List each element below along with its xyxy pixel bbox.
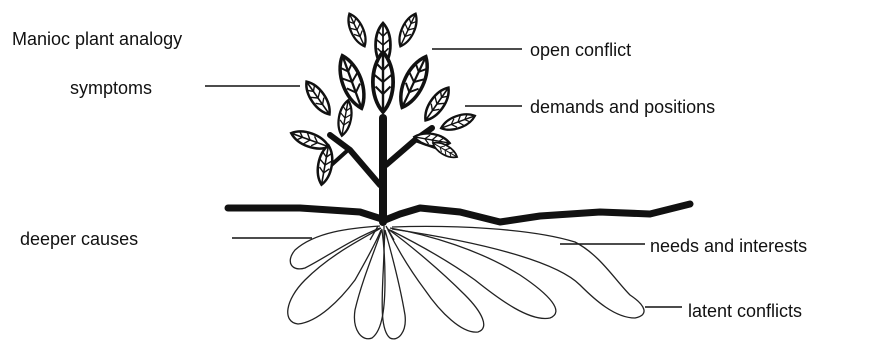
ground-line bbox=[228, 204, 690, 222]
label-latent-conflicts: latent conflicts bbox=[688, 301, 802, 321]
label-demands-positions: demands and positions bbox=[530, 97, 715, 117]
label-open-conflict: open conflict bbox=[530, 40, 631, 60]
label-symptoms: symptoms bbox=[70, 78, 152, 98]
pointer-lines bbox=[205, 49, 682, 307]
label-deeper-causes: deeper causes bbox=[20, 229, 138, 249]
roots bbox=[288, 226, 644, 339]
diagram-title: Manioc plant analogy bbox=[12, 29, 182, 49]
label-needs-interests: needs and interests bbox=[650, 236, 807, 256]
